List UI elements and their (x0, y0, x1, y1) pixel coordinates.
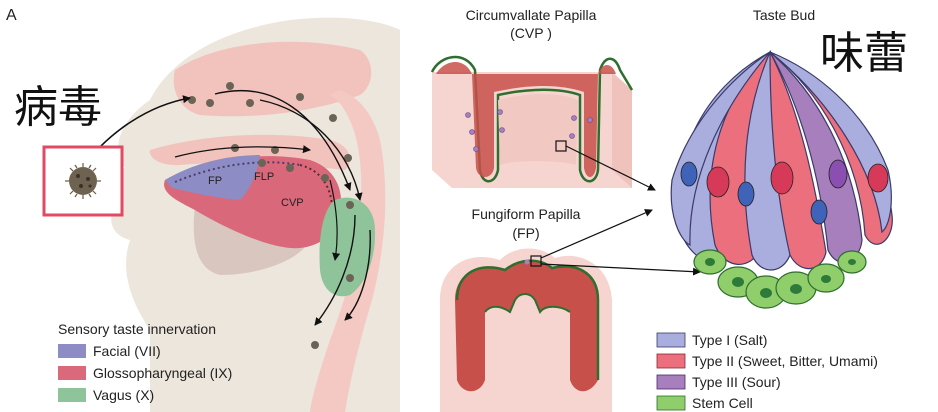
pharynx (310, 90, 386, 412)
legend-label-type1: Type I (Salt) (692, 332, 767, 348)
cvp-zoom-arrow (565, 145, 656, 191)
panel-letter: A (6, 7, 17, 24)
vagus-region (319, 197, 376, 297)
fp-inner-line (484, 293, 571, 315)
legend-label-vagus: Vagus (X) (93, 387, 154, 403)
virus-particles (188, 82, 354, 349)
legend-swatch-facial (58, 344, 86, 358)
cvp-epithelium-line (430, 55, 634, 183)
cvp-dots (299, 164, 333, 206)
label-fp: FP (208, 175, 222, 187)
fp-abbr: (FP) (512, 225, 539, 241)
fp-zoom-arrow-1 (540, 209, 653, 259)
fp-zoom-arrow-2 (540, 263, 701, 276)
cvp-block-side (612, 72, 632, 188)
fp-zoom-box (530, 255, 542, 267)
tongue-arrow (329, 179, 341, 261)
cvp-diagram: Circumvallate Papilla (CVP ) (430, 7, 656, 191)
cvp-muscle (436, 61, 616, 177)
legend-swatch-stem (656, 395, 686, 411)
cvp-abbr: (CVP ) (510, 25, 552, 41)
palate-arrow (174, 145, 311, 158)
legend-swatch-type2 (656, 353, 686, 369)
taste-bud-cells (670, 49, 893, 271)
fp-muscle (455, 260, 598, 392)
fp-title: Fungiform Papilla (472, 206, 581, 222)
label-cvp: CVP (281, 197, 304, 209)
nasal-path-arrow (214, 90, 352, 191)
legend-swatch-vagus (58, 388, 86, 402)
posterior-path-arrow (259, 99, 363, 201)
tongue-papillae-dots (174, 161, 301, 183)
taste-bud-diagram: Taste Bud 味蕾 (656, 7, 908, 411)
taste-bud-title: Taste Bud (753, 7, 815, 23)
pharynx-arrow-2 (344, 229, 371, 321)
fp-diagram: Fungiform Papilla (FP) (440, 206, 701, 412)
stem-cell-nuclei (705, 258, 856, 298)
label-flp: FLP (254, 171, 274, 183)
legend-swatch-glossopharyngeal (58, 366, 86, 380)
nasal-cavity (173, 41, 372, 117)
fp-taste-bud (524, 259, 530, 265)
virus-icon (65, 163, 101, 199)
cvp-title: Circumvallate Papilla (466, 7, 597, 23)
legend-label-glossopharyngeal: Glossopharyngeal (IX) (93, 365, 232, 381)
fp-epithelium-line (455, 259, 600, 380)
legend-label-facial: Facial (VII) (93, 343, 161, 359)
legend-left-title: Sensory taste innervation (58, 321, 216, 337)
legend-swatch-type1 (656, 332, 686, 348)
pharynx-arrow-1 (314, 214, 356, 326)
legend-swatch-type3 (656, 374, 686, 390)
taste-bud-nuclei (680, 159, 889, 225)
legend-label-type3: Type III (Sour) (692, 374, 781, 390)
taste-bud-cjk: 味蕾 (820, 28, 908, 79)
virus-label: 病毒 (14, 82, 102, 133)
cvp-taste-buds (465, 109, 593, 152)
tongue-facial-region (165, 155, 260, 200)
legend-label-stem: Stem Cell (692, 395, 753, 411)
legend-label-type2: Type II (Sweet, Bitter, Umami) (692, 353, 878, 369)
head-diagram: FP FLP CVP A 病毒 Sensory taste innervatio… (0, 0, 400, 412)
cvp-papilla-core (498, 94, 578, 165)
